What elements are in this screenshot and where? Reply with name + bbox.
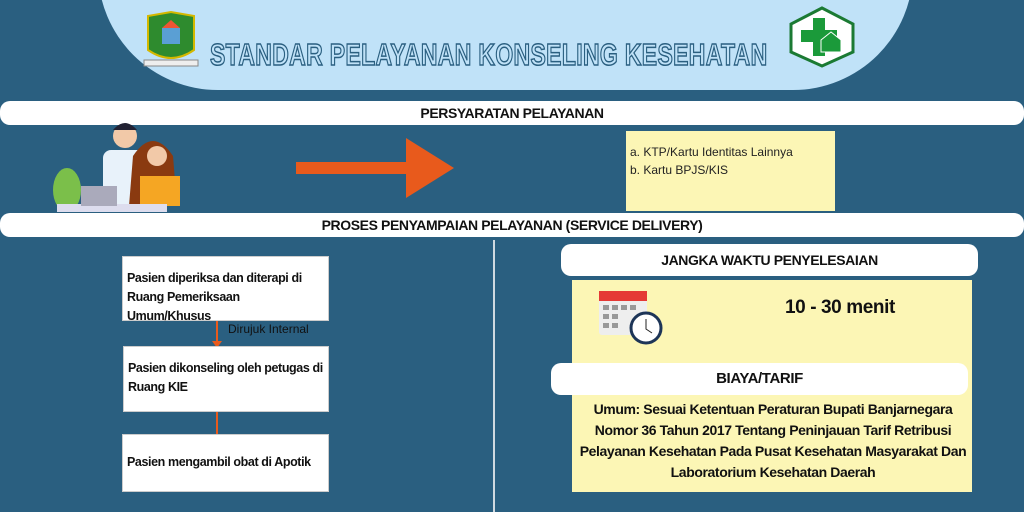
doctor-patient-illustration: [45, 118, 195, 221]
step-box: Pasien mengambil obat di Apotik: [122, 434, 329, 492]
vertical-divider: [493, 240, 495, 512]
service-delivery-title: PROSES PENYAMPAIAN PELAYANAN (SERVICE DE…: [0, 213, 1024, 237]
regency-emblem-icon: [140, 10, 202, 68]
requirement-item: a. KTP/Kartu Identitas Lainnya: [630, 145, 793, 159]
duration-title: JANGKA WAKTU PENYELESAIAN: [561, 244, 978, 276]
requirements-note: a. KTP/Kartu Identitas Lainnya b. Kartu …: [626, 131, 835, 211]
header-banner: [98, 0, 913, 90]
requirement-item: b. Kartu BPJS/KIS: [630, 163, 729, 177]
step-box: Pasien dikonseling oleh petugas di Ruang…: [123, 346, 329, 412]
puskesmas-logo-icon: [787, 6, 857, 73]
page-title: STANDAR PELAYANAN KONSELING KESEHATAN: [209, 36, 768, 73]
arrow-label: Dirujuk Internal: [228, 322, 309, 336]
step-box: Pasien diperiksa dan diterapi di Ruang P…: [122, 256, 329, 323]
fee-text: Umum: Sesuai Ketentuan Peraturan Bupati …: [579, 401, 967, 480]
requirements-title: PERSYARATAN PELAYANAN: [0, 101, 1024, 125]
right-arrow-icon: [296, 138, 456, 203]
fee-title: BIAYA/TARIF: [551, 363, 968, 395]
duration-value: 10 - 30 menit: [785, 297, 895, 318]
down-arrow-icon: [212, 321, 222, 348]
calendar-clock-icon: [597, 285, 667, 352]
